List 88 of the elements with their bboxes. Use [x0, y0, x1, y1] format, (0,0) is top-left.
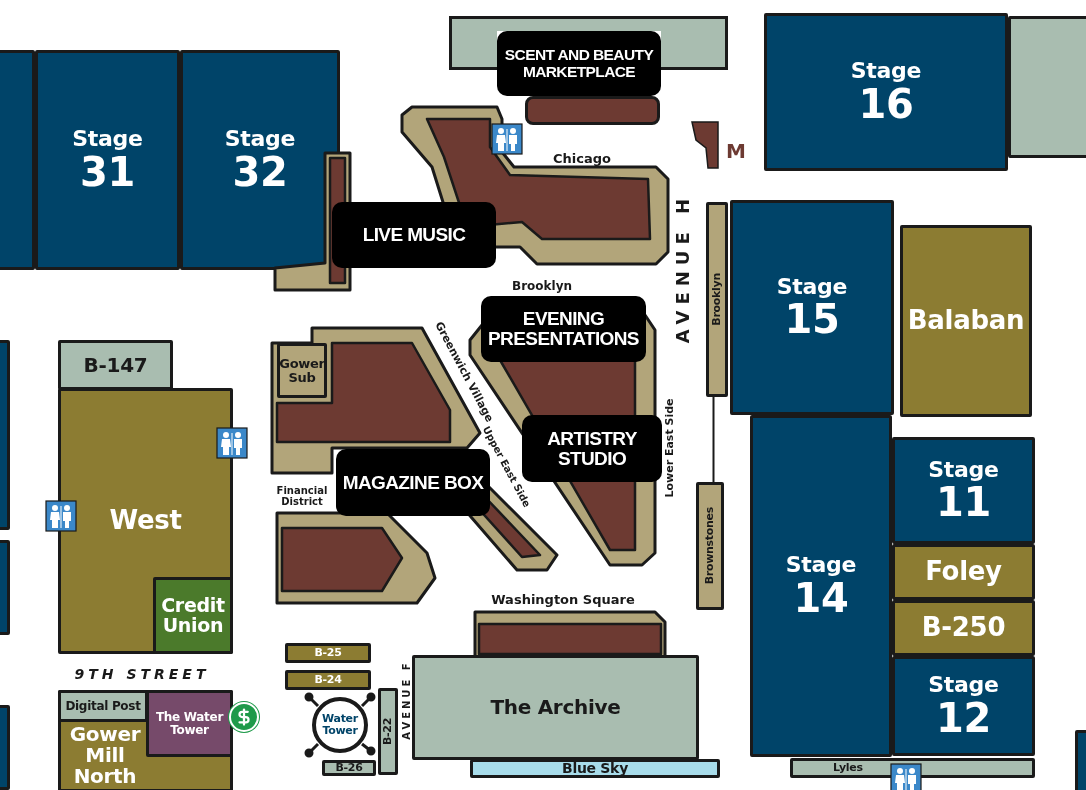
- stage-word: Stage: [776, 274, 848, 299]
- stage-number: 15: [784, 298, 840, 341]
- building: [153, 577, 233, 654]
- stage-building: [0, 705, 10, 790]
- building-name: Lyles: [833, 762, 863, 774]
- street-name: Chicago: [553, 152, 611, 166]
- building-name: The Water Tower: [154, 710, 225, 737]
- street-name: AVENUE F: [401, 660, 413, 740]
- building-name: West: [109, 507, 182, 535]
- stage-building: [892, 437, 1035, 544]
- building-name: Blue Sky: [562, 761, 628, 776]
- stage-building: [0, 540, 10, 635]
- stage-building: [730, 200, 894, 415]
- building: [412, 655, 699, 760]
- water-tower: [312, 697, 368, 753]
- street-name: M: [726, 140, 746, 162]
- building: [58, 690, 148, 722]
- building: [470, 759, 720, 778]
- building-name: B-24: [314, 674, 342, 686]
- building: [449, 16, 497, 70]
- street-name: Brooklyn: [512, 279, 572, 293]
- building: [285, 643, 371, 663]
- stage-word: Stage: [928, 457, 999, 482]
- building-name: Balaban: [907, 307, 1025, 335]
- building: [58, 690, 233, 790]
- building: [58, 388, 233, 654]
- building: [58, 340, 173, 390]
- stage-building: [0, 340, 10, 530]
- building-name: Gower Mill North: [68, 724, 142, 787]
- connector-line: [712, 396, 715, 483]
- building: [277, 343, 327, 398]
- building-name: B-147: [83, 354, 148, 376]
- venue-name: ARTISTRY STUDIO: [546, 428, 638, 469]
- stage-number: 32: [232, 150, 288, 193]
- stage-word: Stage: [928, 673, 999, 697]
- stage-number: 31: [79, 150, 136, 193]
- building: [900, 225, 1032, 417]
- building-name: B-22: [382, 717, 394, 746]
- building-name: B-250: [921, 614, 1006, 642]
- stage-word: Stage: [224, 127, 296, 151]
- stage-word: Stage: [785, 553, 857, 577]
- building: [892, 600, 1035, 656]
- stage-building: [764, 13, 1008, 171]
- building: [378, 688, 398, 775]
- building: [790, 758, 1035, 778]
- building-name: Foley: [925, 558, 1002, 586]
- stage-building: [0, 50, 35, 270]
- building: [892, 544, 1035, 600]
- stage-number: 12: [935, 696, 992, 739]
- venue-name: LIVE MUSIC: [362, 225, 466, 245]
- building-name: Brownstones: [704, 507, 716, 585]
- building: [696, 482, 724, 610]
- venue-name: EVENING PRESENTATIONS: [487, 309, 640, 349]
- stage-word: Stage: [72, 127, 143, 151]
- building-name: Gower Sub: [279, 356, 325, 385]
- stage-number: 16: [858, 82, 914, 125]
- stage-building: [35, 50, 180, 270]
- building-name: B-25: [314, 647, 342, 659]
- building: [706, 202, 728, 397]
- stage-number: 11: [935, 481, 992, 524]
- building-name: Water Tower: [321, 713, 359, 737]
- building-name: Digital Post: [65, 699, 141, 713]
- stage-word: Stage: [850, 59, 922, 83]
- stage-building: [750, 415, 892, 757]
- stage-number: 14: [793, 576, 849, 619]
- venue-name: MAGAZINE BOX: [342, 472, 484, 493]
- building-name: The Archive: [490, 697, 621, 718]
- street-name: AVENUE H: [673, 192, 693, 344]
- venue-sign: [481, 296, 646, 362]
- building: [285, 670, 371, 690]
- building-name: Credit Union: [160, 595, 226, 636]
- building-name: B-26: [335, 762, 363, 774]
- building: [322, 760, 376, 776]
- building: [1008, 16, 1086, 158]
- building: [146, 690, 233, 757]
- street-name: Lower East Side: [664, 398, 676, 498]
- venue-sign: [497, 31, 661, 96]
- street-name: 9TH STREET: [74, 666, 210, 682]
- venue-sign: [332, 202, 496, 268]
- stage-building: [180, 50, 340, 270]
- stage-building: [892, 656, 1035, 756]
- stage-building: [1075, 730, 1086, 790]
- building: [525, 96, 660, 125]
- street-name: Washington Square: [491, 593, 635, 607]
- building-name: Brooklyn: [711, 273, 723, 326]
- street-name: Financial District: [275, 485, 329, 507]
- building: [661, 16, 728, 70]
- venue-name: SCENT AND BEAUTY MARKETPLACE: [503, 47, 655, 80]
